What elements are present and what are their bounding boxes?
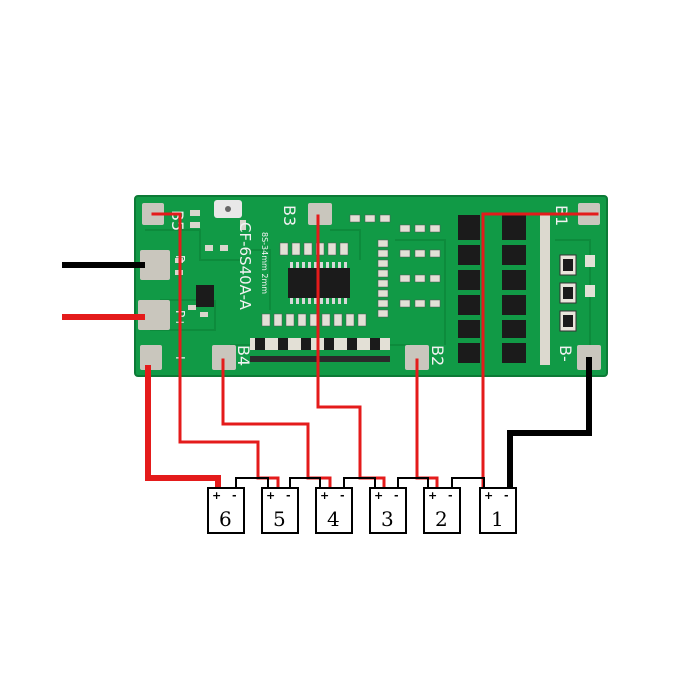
pad-b2 xyxy=(405,345,429,370)
wire-b4-to-cell5-cell4 xyxy=(221,358,332,490)
label-b2: B2 xyxy=(428,345,447,366)
link-cell6-cell5 xyxy=(235,477,269,489)
ic-pins xyxy=(290,262,347,304)
cell-negative-sign: - xyxy=(286,489,291,502)
cell-body xyxy=(315,487,353,534)
battery-cell-1: + - 1 xyxy=(479,487,517,534)
cell-number: 3 xyxy=(381,507,394,531)
label-b3: B3 xyxy=(280,205,299,226)
cell-positive-sign: + xyxy=(320,489,329,502)
wire-b1-to-cell2-cell1 xyxy=(481,212,599,490)
battery-cell-5: + - 5 xyxy=(261,487,299,534)
pad-pplus xyxy=(138,300,170,330)
wire-b2-to-cell3-cell2 xyxy=(415,358,439,490)
cell-negative-sign: - xyxy=(232,489,237,502)
label-b4: B4 xyxy=(234,345,253,366)
cell-body xyxy=(423,487,461,534)
cell-positive-sign: + xyxy=(212,489,221,502)
balance-resistor-row xyxy=(250,338,390,362)
wire-bminus-to-cell1 xyxy=(507,357,592,491)
pad-b3 xyxy=(308,203,332,225)
label-b1: B1 xyxy=(552,205,571,226)
cell-negative-sign: - xyxy=(340,489,345,502)
cell-positive-sign: + xyxy=(374,489,383,502)
cell-number: 6 xyxy=(219,507,232,531)
via-dot xyxy=(225,206,231,212)
label-bminus: B- xyxy=(556,345,575,362)
cell-positive-sign: + xyxy=(266,489,275,502)
link-cell5-cell4 xyxy=(289,477,321,489)
battery-cells: + - 6 + - 5 + - 4 + - 3 + - xyxy=(207,487,517,534)
cell-number: 2 xyxy=(435,507,448,531)
cell-negative-sign: - xyxy=(448,489,453,502)
board-small-label: 8S-34mm 2mm xyxy=(260,232,269,294)
cell-number: 5 xyxy=(273,507,286,531)
board-model-label: CF-6S40A-A xyxy=(236,222,254,311)
cell-negative-sign: - xyxy=(394,489,399,502)
cell-number: 4 xyxy=(327,507,340,531)
resistor-arrays xyxy=(261,214,441,327)
wire-plus-to-cell6 xyxy=(145,365,221,491)
link-cell3-cell2 xyxy=(397,477,429,489)
cell-body xyxy=(369,487,407,534)
cell-body xyxy=(261,487,299,534)
battery-cell-3: + - 3 xyxy=(369,487,407,534)
wire-b5-to-cell6-cell5 xyxy=(151,212,280,490)
battery-cell-2: + - 2 xyxy=(423,487,461,534)
battery-cell-4: + - 4 xyxy=(315,487,353,534)
wire-b3-to-cell4-cell3 xyxy=(316,214,386,490)
pcb-substrate xyxy=(134,195,608,377)
link-cell4-cell3 xyxy=(343,477,376,489)
sense-components-right xyxy=(559,254,595,332)
mosfet-array xyxy=(458,215,526,363)
diode-component xyxy=(196,285,214,307)
pad-b4 xyxy=(212,345,236,370)
bms-board: B5 B3 B1 P- P+ + B4 B2 B- CF-6S40A-A 8S-… xyxy=(134,195,608,377)
cell-positive-sign: + xyxy=(484,489,493,502)
battery-cell-6: + - 6 xyxy=(207,487,245,534)
pad-plus xyxy=(140,345,162,370)
wires xyxy=(62,212,599,491)
cell-negative-sign: - xyxy=(504,489,509,502)
cell-number: 1 xyxy=(491,507,504,531)
cell-positive-sign: + xyxy=(428,489,437,502)
pad-pminus xyxy=(140,250,170,280)
cell-body xyxy=(479,487,517,534)
link-cell2-cell1 xyxy=(451,477,485,489)
cell-body xyxy=(207,487,245,534)
shunt-strip xyxy=(540,215,550,365)
